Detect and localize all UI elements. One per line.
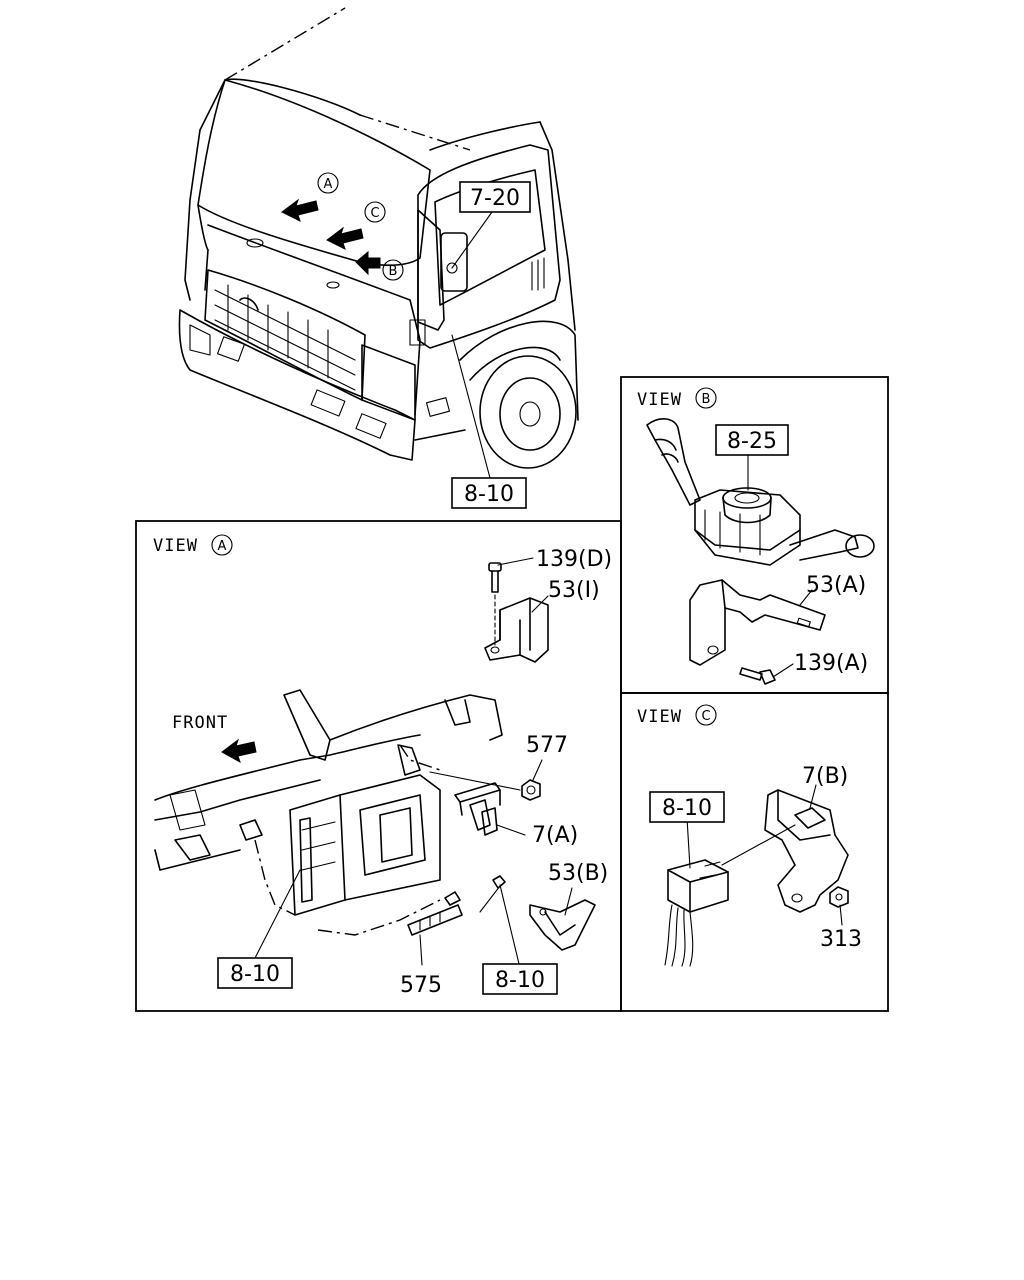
view-a-illustration <box>154 557 596 969</box>
svg-text:A: A <box>218 539 227 554</box>
svg-text:8-10: 8-10 <box>464 482 514 507</box>
view-b-illustration <box>646 418 875 685</box>
part-139d-label: 139(D) <box>536 547 612 572</box>
view-b-title: VIEW B <box>637 387 717 410</box>
ref-box-7-20: 7-20 <box>459 181 531 213</box>
ref-box-8-10-view-a-right: 8-10 <box>482 963 558 995</box>
part-7a-label: 7(A) <box>532 823 578 848</box>
part-313-label: 313 <box>820 927 862 952</box>
svg-text:8-10: 8-10 <box>495 968 545 993</box>
marker-a: A <box>317 172 339 194</box>
svg-text:VIEW: VIEW <box>637 390 682 410</box>
svg-text:C: C <box>701 709 710 724</box>
part-577-label: 577 <box>526 733 568 758</box>
view-c-title: VIEW C <box>637 704 717 727</box>
svg-text:8-10: 8-10 <box>662 796 712 821</box>
view-c-illustration <box>664 784 849 967</box>
view-c-frame <box>620 692 889 1012</box>
part-53a-label: 53(A) <box>806 573 866 598</box>
svg-text:B: B <box>389 264 398 279</box>
svg-text:C: C <box>370 206 379 221</box>
svg-text:B: B <box>702 392 711 407</box>
ref-box-8-10-overview: 8-10 <box>451 477 527 509</box>
ref-box-8-25: 8-25 <box>715 424 789 456</box>
part-7b-label: 7(B) <box>802 764 848 789</box>
marker-b: B <box>382 259 404 281</box>
part-139a-label: 139(A) <box>794 651 868 676</box>
view-a-title: VIEW A <box>153 534 233 556</box>
svg-text:VIEW: VIEW <box>153 536 198 556</box>
part-575-label: 575 <box>400 973 442 998</box>
marker-c: C <box>364 201 386 223</box>
svg-text:VIEW: VIEW <box>637 707 682 727</box>
svg-text:8-25: 8-25 <box>727 429 777 454</box>
part-53i-label: 53(I) <box>548 578 600 603</box>
front-label: FRONT <box>172 713 228 733</box>
svg-text:7-20: 7-20 <box>470 186 520 211</box>
ref-box-8-10-view-c: 8-10 <box>649 791 725 823</box>
ref-box-8-10-view-a-left: 8-10 <box>217 957 293 989</box>
svg-text:A: A <box>324 177 333 192</box>
svg-text:8-10: 8-10 <box>230 962 280 987</box>
truck-cab-illustration <box>178 7 579 479</box>
part-53b-label: 53(B) <box>548 861 608 886</box>
